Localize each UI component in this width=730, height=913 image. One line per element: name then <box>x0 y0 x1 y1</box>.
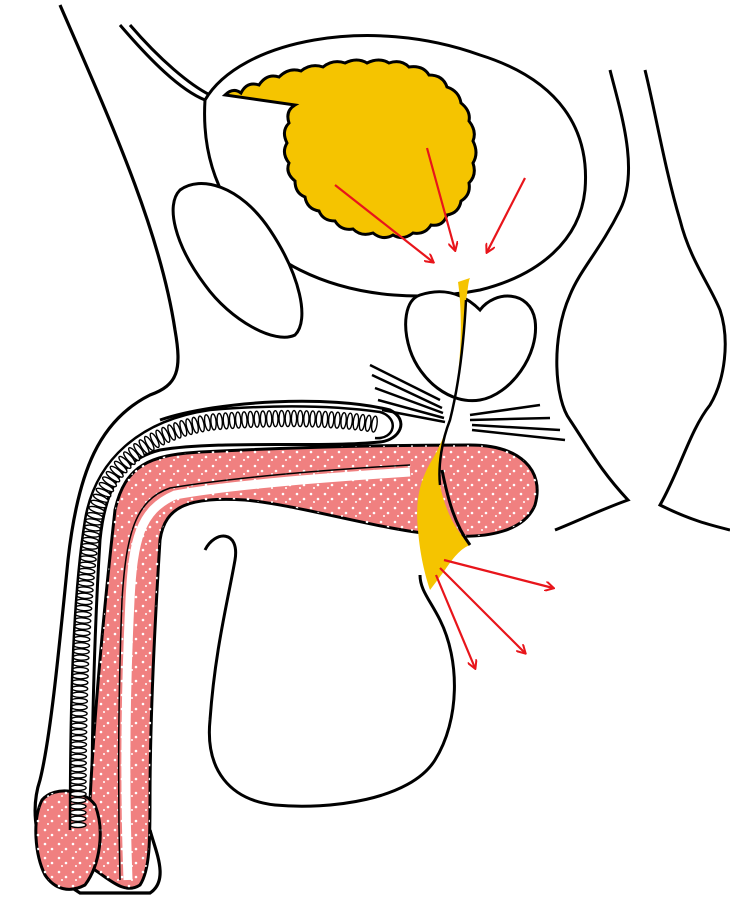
coil-segment <box>340 413 346 429</box>
coil-segment <box>70 742 86 747</box>
coil-segment <box>77 580 93 587</box>
arrows-out-of-urethra <box>436 560 553 668</box>
coil-segment <box>70 754 86 759</box>
coil-segment <box>229 412 235 428</box>
coil-segment <box>71 704 87 710</box>
coil-segment <box>74 636 90 642</box>
coil-segment <box>70 804 86 809</box>
coil-segment <box>72 661 88 667</box>
coil-segment <box>72 673 88 679</box>
coil-segment <box>73 655 89 661</box>
coil-segment <box>260 411 266 427</box>
pelvic-floor-fibers-right <box>470 405 565 440</box>
coil-segment <box>72 667 88 673</box>
coil-segment <box>322 411 328 427</box>
coil-segment <box>79 561 95 568</box>
coil-segment <box>77 586 93 593</box>
coil-segment <box>70 767 86 772</box>
coil-segment <box>70 760 86 765</box>
coil-segment <box>71 717 87 723</box>
coil-segment <box>365 415 372 432</box>
coil-segment <box>70 816 86 821</box>
coil-segment <box>72 686 88 692</box>
coil-segment <box>72 692 88 698</box>
coil-segment <box>328 412 334 428</box>
glans-dots <box>36 791 100 889</box>
coil-segment <box>78 574 94 581</box>
coil-segment <box>266 411 272 427</box>
coil-segment <box>241 412 247 428</box>
coil-segment <box>74 630 90 636</box>
coil-segment <box>285 411 290 427</box>
coil-segment <box>304 411 310 427</box>
coil-segment <box>76 605 92 611</box>
coil-segment <box>279 411 284 427</box>
coil-segment <box>71 698 87 704</box>
coil-segment <box>334 412 340 428</box>
coil-segment <box>70 822 86 827</box>
coil-segment <box>70 791 86 796</box>
coil-segment <box>75 617 91 623</box>
prostate <box>406 292 536 401</box>
coil-segment <box>80 555 96 562</box>
arrow-out-2 <box>440 568 525 653</box>
coil-segment <box>70 779 86 784</box>
coil-segment <box>73 642 89 648</box>
coil-segment <box>74 624 90 630</box>
coil-segment <box>316 411 322 427</box>
coil-segment <box>75 611 91 617</box>
coil-segment <box>254 411 260 427</box>
coil-segment <box>216 413 222 429</box>
coil-segment <box>76 599 92 605</box>
coil-segment <box>70 785 86 790</box>
coil-segment <box>291 411 296 427</box>
pelvic-wall-line <box>130 25 210 95</box>
coil-segment <box>73 648 89 654</box>
rectum-outline-right <box>645 70 730 530</box>
coil-segment <box>76 593 92 599</box>
coil-segment <box>70 810 86 815</box>
coil-segment <box>71 729 87 734</box>
coil-segment <box>371 416 378 433</box>
scrotum-outline <box>205 536 454 806</box>
coil-segment <box>70 748 86 753</box>
coil-segment <box>71 723 87 729</box>
coil-segment <box>70 773 86 778</box>
coil-segment <box>79 568 95 575</box>
coil-segment <box>310 411 316 427</box>
coil-segment <box>71 735 87 740</box>
coil-segment <box>223 413 229 429</box>
coil-segment <box>346 413 353 429</box>
coil-segment <box>210 414 217 430</box>
coil-segment <box>81 549 98 556</box>
coil-segment <box>71 711 87 717</box>
coil-segment <box>248 411 254 427</box>
arrow-out-1 <box>444 560 553 588</box>
coil-segment <box>352 414 359 430</box>
coil-segment <box>297 411 302 427</box>
coil-segment <box>72 680 88 686</box>
coil-segment <box>70 798 86 803</box>
coil-segment <box>235 412 241 428</box>
coil-segment <box>273 411 278 427</box>
coil-segment <box>359 414 366 431</box>
